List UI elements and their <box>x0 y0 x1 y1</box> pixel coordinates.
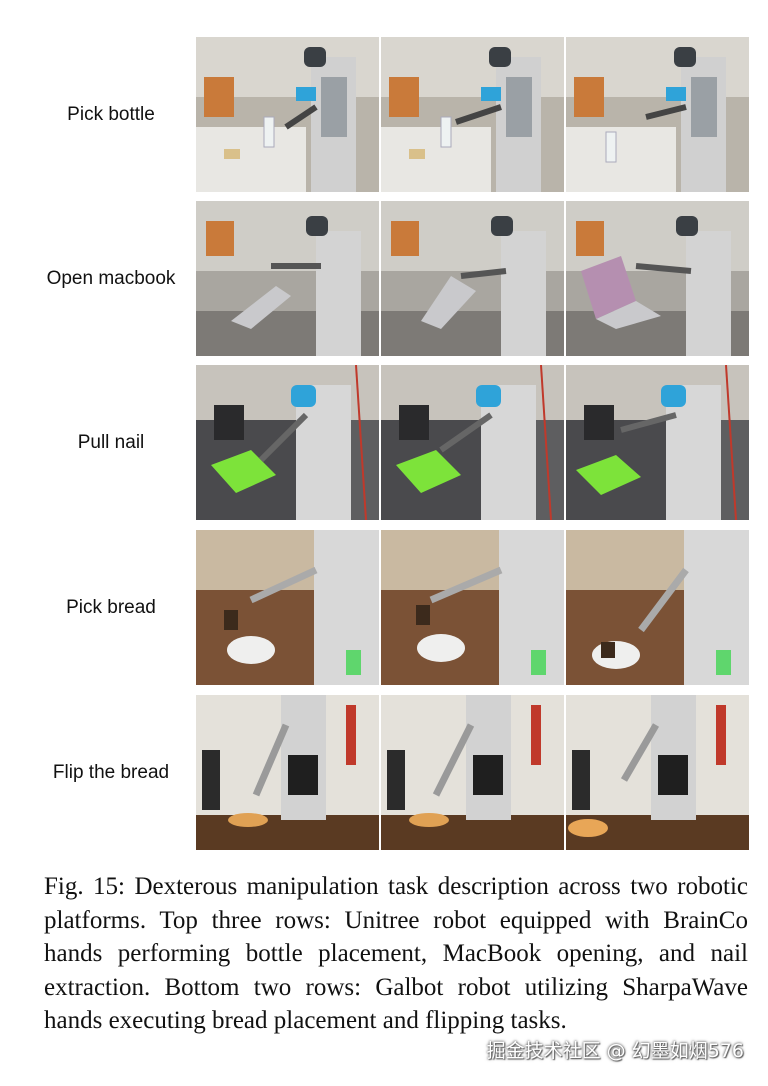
row-label: Pick bottle <box>67 103 155 125</box>
frame-image <box>196 365 379 520</box>
row-label: Pick bread <box>66 596 156 618</box>
task-row-open-macbook: Open macbook <box>0 201 768 356</box>
figure-caption: Fig. 15: Dexterous manipulation task des… <box>44 873 748 1034</box>
row-label: Pull nail <box>77 431 145 453</box>
frame-image <box>196 695 379 850</box>
frame-image <box>196 201 379 356</box>
frame-image <box>566 365 749 520</box>
frame-image <box>381 695 564 850</box>
frame-image <box>566 695 749 850</box>
frame-image <box>381 201 564 356</box>
task-row-pick-bread: Pick bread <box>0 530 768 685</box>
task-row-flip-the-bread: Flip the bread <box>0 695 768 850</box>
frame-image <box>381 530 564 685</box>
task-row-pull-nail: Pull nail <box>0 365 768 520</box>
frame-image <box>566 201 749 356</box>
frame-image <box>381 365 564 520</box>
row-label: Flip the bread <box>52 761 170 783</box>
frame-image <box>566 530 749 685</box>
frame-image <box>381 37 564 192</box>
frame-image <box>196 37 379 192</box>
row-label: Open macbook <box>46 267 176 289</box>
task-row-pick-bottle: Pick bottle <box>0 37 768 192</box>
frame-image <box>566 37 749 192</box>
frame-image <box>196 530 379 685</box>
watermark: 掘金技术社区 @ 幻墨如烟576 <box>486 1040 744 1062</box>
